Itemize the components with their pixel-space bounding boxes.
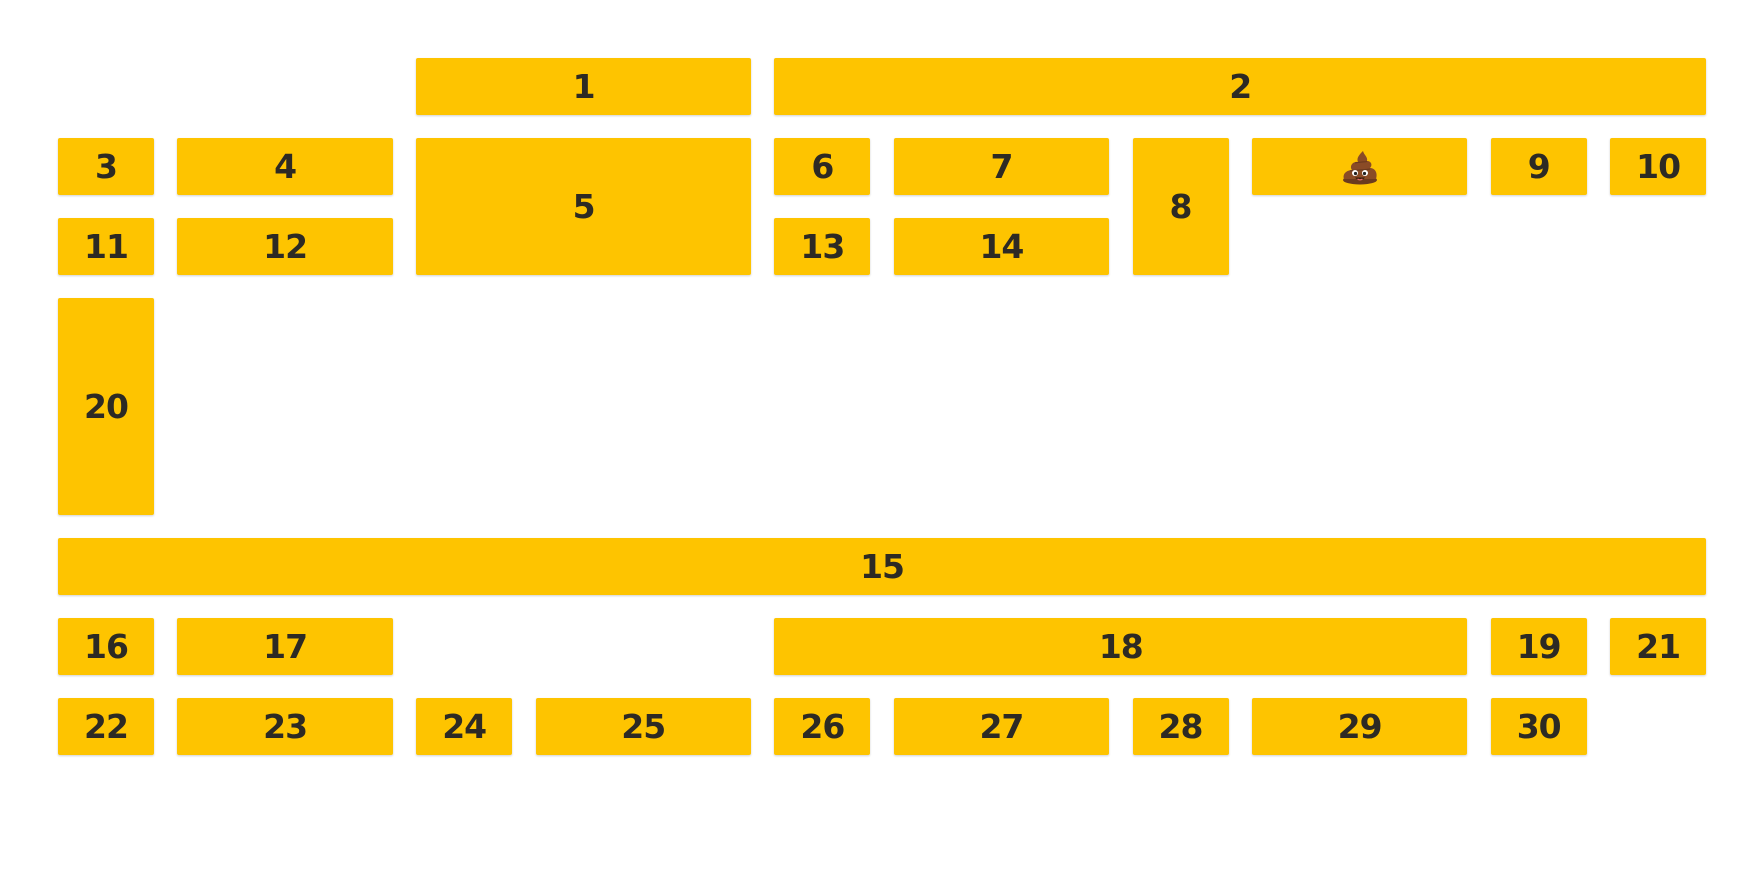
tile-6: 6 [774, 138, 871, 195]
tile-4: 4 [177, 138, 393, 195]
tile-23: 23 [177, 698, 393, 755]
tile-14: 14 [893, 218, 1110, 275]
tile-11: 11 [58, 218, 154, 275]
tile-16: 16 [58, 618, 154, 675]
tile-pile-of-poo [1251, 138, 1468, 195]
tile-9: 9 [1490, 138, 1587, 195]
tile-30: 30 [1490, 698, 1587, 755]
tile-19: 19 [1490, 618, 1587, 675]
tile-21: 21 [1610, 618, 1707, 675]
pile-of-poo-icon [1342, 150, 1377, 184]
tile-25: 25 [535, 698, 751, 755]
tile-28: 28 [1132, 698, 1229, 755]
tile-24: 24 [416, 698, 513, 755]
tile-grid: 1 2 3 4 5 6 7 8 9 10 11 12 13 14 20 15 1… [58, 58, 1707, 755]
tile-15: 15 [58, 538, 1707, 595]
tile-10: 10 [1610, 138, 1707, 195]
tile-12: 12 [177, 218, 393, 275]
tile-20: 20 [58, 298, 154, 515]
tile-2: 2 [774, 58, 1707, 115]
tile-3: 3 [58, 138, 154, 195]
tile-17: 17 [177, 618, 393, 675]
tile-1: 1 [416, 58, 751, 115]
tile-7: 7 [893, 138, 1110, 195]
tile-26: 26 [774, 698, 871, 755]
tile-22: 22 [58, 698, 154, 755]
tile-18: 18 [774, 618, 1468, 675]
tile-13: 13 [774, 218, 871, 275]
tile-5: 5 [416, 138, 751, 275]
tile-29: 29 [1251, 698, 1468, 755]
tile-8: 8 [1132, 138, 1229, 275]
tile-27: 27 [893, 698, 1110, 755]
